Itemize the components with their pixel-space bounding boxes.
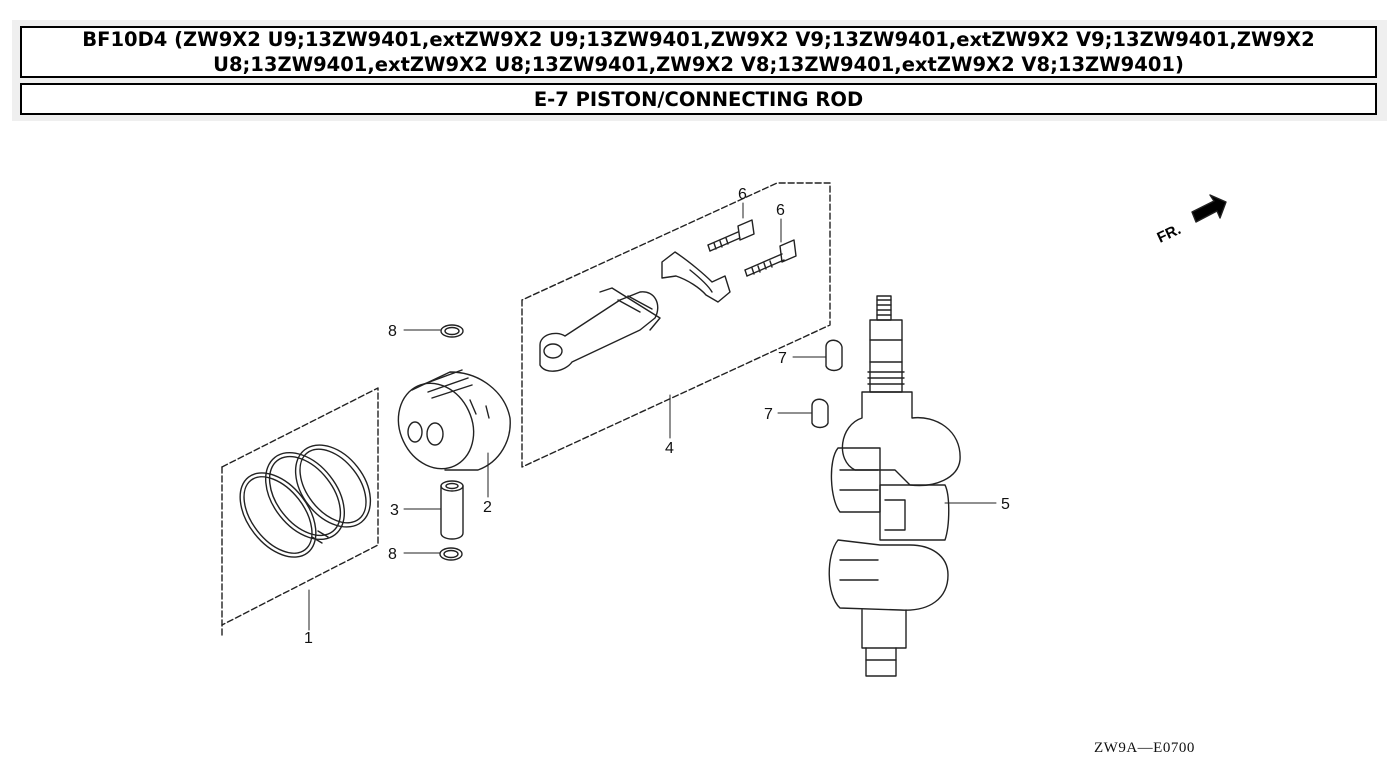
forward-direction-arrow-icon: [1191, 194, 1227, 223]
callout-labels: 1 2 3 4 5 6 6 7 7 8 8 FR.: [304, 186, 1184, 647]
callout-8-lower: 8: [388, 546, 397, 563]
model-title: BF10D4 (ZW9X2 U9;13ZW9401,extZW9X2 U9;13…: [82, 28, 1315, 76]
callout-7-upper: 7: [778, 350, 787, 367]
piston[interactable]: [385, 369, 511, 481]
callout-4: 4: [665, 440, 674, 457]
callout-6-left: 6: [738, 186, 747, 203]
piston-ring-set[interactable]: [221, 387, 386, 638]
diagram-reference-code: ZW9A—E0700: [1094, 740, 1195, 756]
callout-6-right: 6: [776, 202, 785, 219]
rod-bolt-left[interactable]: [707, 219, 755, 252]
section-title-box: E-7 PISTON/CONNECTING ROD: [20, 83, 1377, 115]
callout-8-upper: 8: [388, 323, 397, 340]
piston-pin[interactable]: [440, 480, 464, 540]
woodruff-key-lower[interactable]: [811, 398, 829, 429]
callout-2: 2: [483, 499, 492, 516]
section-title: E-7 PISTON/CONNECTING ROD: [533, 87, 864, 111]
connecting-rod[interactable]: [521, 182, 831, 468]
fr-label: FR.: [1155, 221, 1184, 247]
callout-5: 5: [1001, 496, 1010, 513]
callout-1: 1: [304, 630, 313, 647]
woodruff-key-upper[interactable]: [825, 339, 843, 372]
callout-3: 3: [390, 502, 399, 519]
pin-clip-upper[interactable]: [440, 324, 464, 338]
rod-bolt-right[interactable]: [744, 239, 797, 277]
callout-7-lower: 7: [764, 406, 773, 423]
pin-clip-lower[interactable]: [439, 547, 463, 561]
leader-lines: [308, 202, 997, 631]
crankshaft[interactable]: [828, 295, 961, 677]
model-title-box: BF10D4 (ZW9X2 U9;13ZW9401,extZW9X2 U9;13…: [20, 26, 1377, 78]
